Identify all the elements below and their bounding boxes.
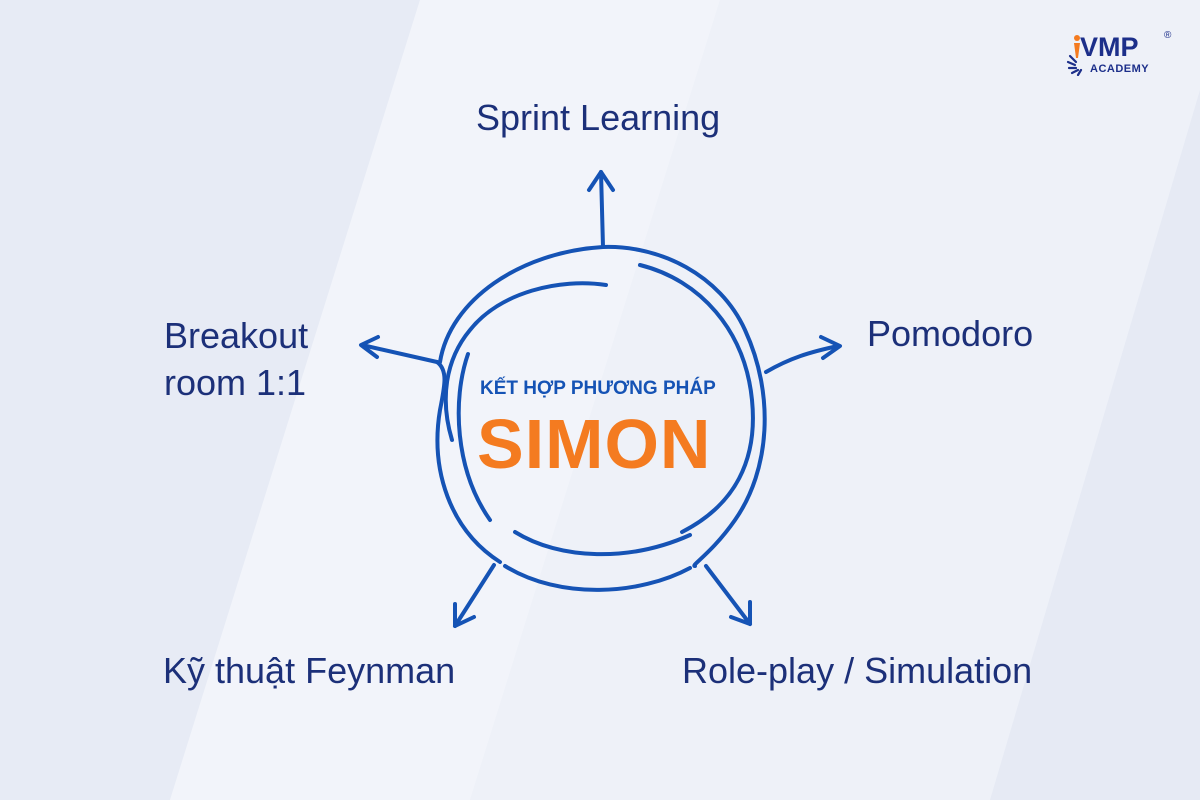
inner-ring-left: [456, 352, 492, 522]
logo-name: VMP: [1080, 32, 1139, 62]
logo-subtitle: ACADEMY: [1090, 63, 1150, 75]
background-band-right: [470, 0, 1200, 800]
inner-ring-right: [638, 263, 755, 534]
method-label-left: Breakout room 1:1: [164, 313, 308, 407]
arrow-bottom-right-head: [729, 600, 752, 626]
inner-ring-top: [443, 281, 608, 442]
logo-mark-icon: [1066, 35, 1083, 76]
outer-ring: [435, 244, 767, 592]
arrow-bottom-left-head: [453, 602, 476, 628]
logo-registered-mark: ®: [1164, 30, 1172, 41]
method-label-left-line1: Breakout: [164, 315, 309, 356]
method-label-bottom-left: Kỹ thuật Feynman: [163, 650, 456, 691]
arrow-up-head: [587, 170, 615, 192]
brand-logo: VMP ® ACADEMY: [1066, 30, 1178, 78]
arrow-left: [360, 343, 439, 364]
background-band-left: [0, 0, 420, 800]
method-label-right: Pomodoro: [867, 313, 1034, 354]
method-label-left-line2: room 1:1: [164, 361, 307, 403]
method-label-top: Sprint Learning: [476, 97, 721, 138]
method-label-bottom-right: Role-play / Simulation: [682, 650, 1033, 691]
arrow-bottom-left: [453, 563, 496, 628]
background-band-corner: [990, 90, 1200, 800]
arrow-bottom-right: [704, 564, 752, 626]
center-title: SIMON: [477, 405, 712, 483]
arrow-right-head: [819, 335, 842, 360]
arrow-right: [764, 344, 840, 374]
arrow-left-head: [359, 335, 380, 359]
inner-ring-bottom: [513, 530, 692, 557]
center-subtitle: KẾT HỢP PHƯƠNG PHÁP: [480, 378, 716, 399]
arrow-up: [599, 170, 605, 249]
